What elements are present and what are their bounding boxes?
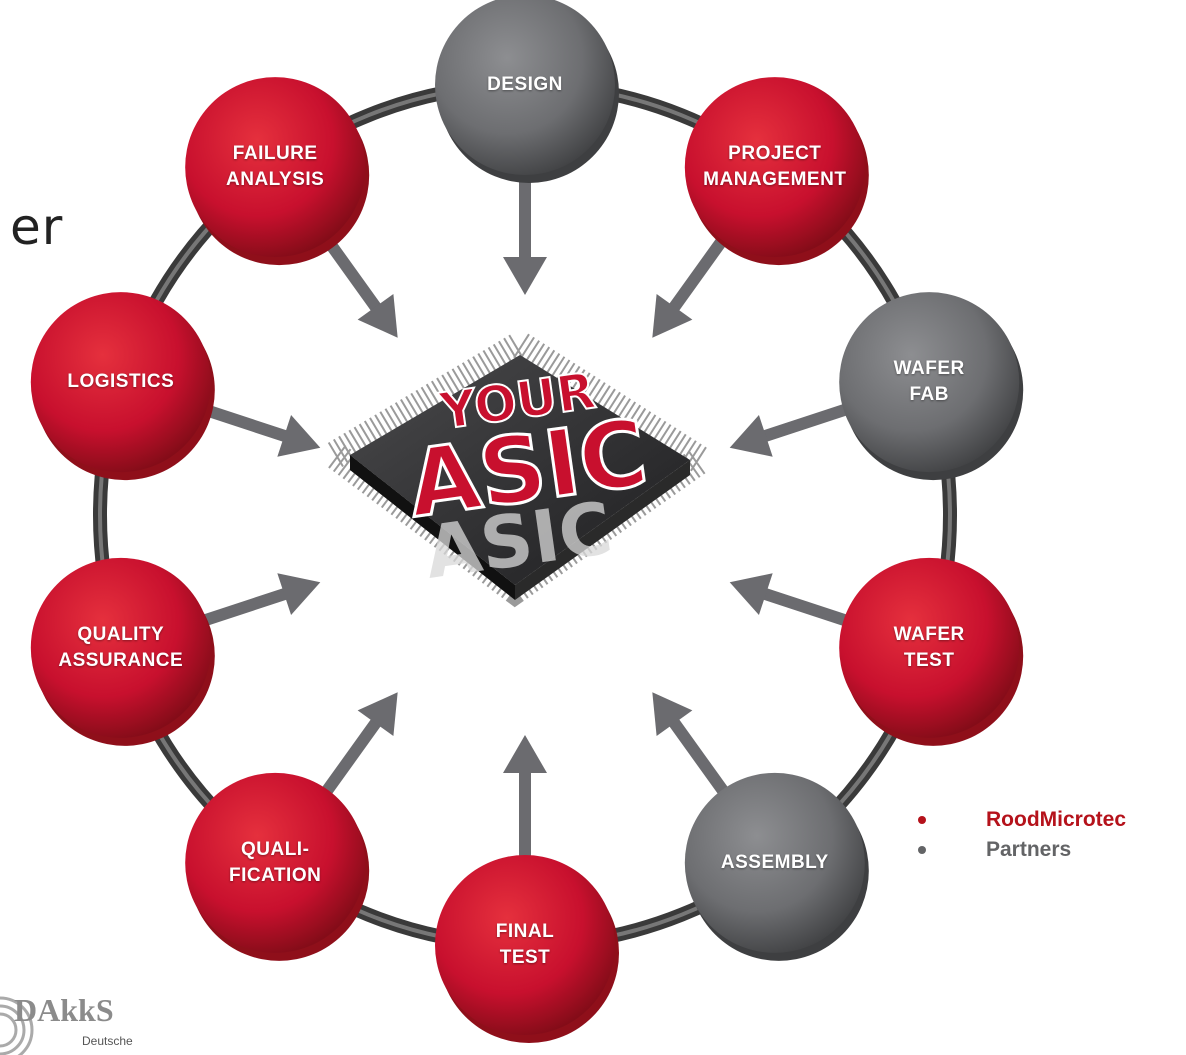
node-logistics — [30, 292, 211, 473]
arrow-head-final-test — [503, 735, 547, 773]
node-label-quali-fication: QUALI- FICATION — [229, 838, 322, 886]
partial-heading: er — [10, 198, 64, 256]
chip-edge — [350, 455, 515, 600]
node-final-test — [435, 855, 615, 1035]
dakks-logo-arcs — [0, 996, 34, 1055]
legend-label-roodmicrotec: RoodMicrotec — [986, 808, 1127, 831]
arrow-head-logistics — [277, 414, 321, 457]
node-project-management — [684, 77, 865, 258]
node-failure-analysis — [185, 77, 366, 258]
node-wafer-test — [839, 557, 1020, 738]
node-quality-assurance — [30, 557, 211, 738]
node-label-final-test: FINAL TEST — [495, 921, 555, 968]
chip-body — [350, 355, 690, 585]
node-label-failure-analysis: FAILURE ANALYSIS — [226, 143, 325, 190]
arrow-group — [194, 165, 856, 865]
node-label-wafer-test: WAFER TEST — [893, 623, 965, 671]
node-label-project-management: PROJECT MANAGEMENT — [703, 143, 847, 190]
arrow-shaft-wafer-test — [756, 585, 856, 629]
node-label-quality-assurance: QUALITY ASSURANCE — [58, 623, 184, 671]
arrow-shaft-assembly — [664, 713, 734, 802]
legend-item-roodmicrotec: RoodMicrotec — [918, 805, 1126, 835]
dakks-logo-text: DAkkS — [14, 992, 114, 1028]
node-assembly — [684, 772, 865, 953]
legend-label-partners: Partners — [986, 838, 1072, 861]
node-label-assembly: ASSEMBLY — [720, 851, 829, 873]
node-label-design: DESIGN — [487, 74, 563, 95]
legend-dot-roodmicrotec — [918, 816, 926, 824]
legend: RoodMicrotec Partners — [918, 805, 1126, 865]
arrow-head-project-management — [652, 294, 693, 338]
arrow-head-wafer-test — [729, 573, 773, 616]
legend-dot-partners — [918, 846, 926, 854]
node-wafer-fab — [839, 292, 1020, 473]
arrow-shaft-project-management — [664, 228, 734, 317]
arrow-shaft-logistics — [194, 401, 294, 445]
arrow-head-design — [503, 257, 547, 295]
chip-edge-right — [515, 460, 690, 600]
arrow-head-failure-analysis — [357, 294, 398, 338]
node-design — [435, 0, 615, 175]
node-quali-fication — [185, 772, 366, 953]
arrow-head-assembly — [652, 692, 693, 736]
arrow-shaft-wafer-fab — [756, 401, 856, 445]
dakks-logo: DAkkS Deutsche — [0, 990, 200, 1055]
node-label-wafer-fab: WAFER FAB — [893, 358, 965, 405]
node-group — [30, 0, 1024, 1043]
arrow-head-quality-assurance — [277, 573, 321, 616]
arrow-shaft-quality-assurance — [194, 585, 294, 629]
asic-chip: YOUR ASIC ASIC — [309, 328, 726, 608]
arrow-shaft-quali-fication — [316, 713, 386, 802]
legend-item-partners: Partners — [918, 835, 1126, 865]
arrow-head-quali-fication — [357, 692, 398, 736]
node-label-logistics: LOGISTICS — [67, 371, 175, 393]
arrow-head-wafer-fab — [729, 414, 773, 457]
dakks-logo-subtitle: Deutsche — [82, 1034, 133, 1048]
